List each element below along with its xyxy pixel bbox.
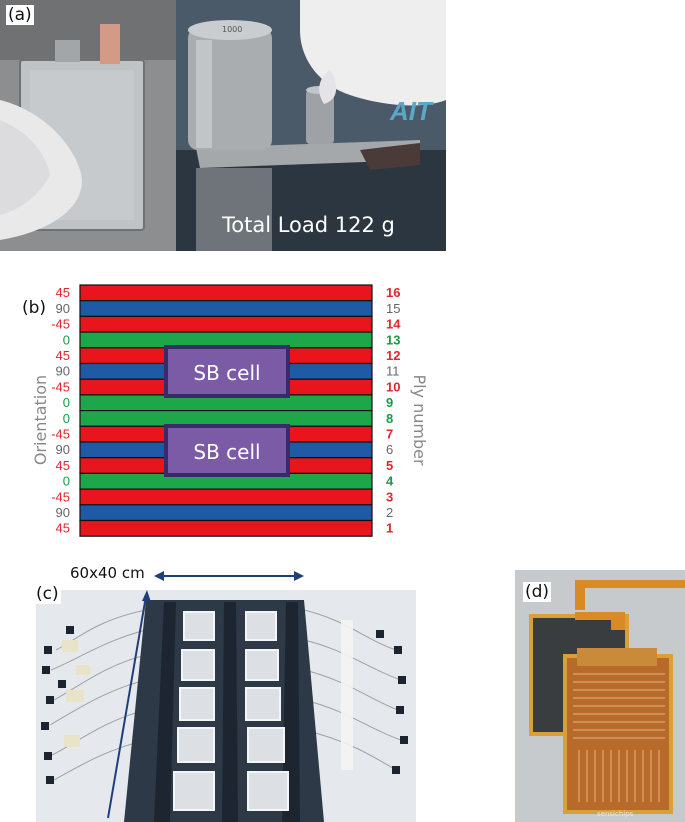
panel-b-label: (b) (20, 298, 49, 318)
orientation-label-ply-8: 0 (63, 411, 70, 426)
orientation-label-ply-5: 45 (56, 458, 70, 473)
connectors-left (41, 626, 74, 784)
panel-a-label: (a) (6, 5, 34, 25)
orientation-label-ply-12: 45 (56, 348, 70, 363)
sb-cell-upper-label: SB cell (193, 361, 260, 385)
cell-tab (100, 24, 120, 64)
connectors-right (376, 630, 408, 774)
ply-number-label-2: 2 (386, 505, 393, 520)
orientation-label-ply-14: -45 (51, 317, 70, 332)
orientation-label-ply-9: 0 (63, 395, 70, 410)
ply-number-label-6: 6 (386, 442, 393, 457)
tape-left (62, 640, 90, 747)
ply-3 (79, 488, 373, 506)
ply-number-label-1: 1 (386, 521, 393, 536)
orientation-label-ply-2: 90 (56, 505, 70, 520)
orientation-label-ply-13: 0 (63, 332, 70, 347)
panel-d-label: (d) (523, 582, 552, 602)
ply-number-label-11: 11 (386, 364, 400, 379)
orientation-label-ply-10: -45 (51, 379, 70, 394)
sb-cell-upper (164, 345, 290, 398)
ply-number-label-13: 13 (386, 332, 400, 347)
ply-number-label-15: 15 (386, 301, 400, 316)
gloved-hand-right (300, 0, 446, 106)
sb-cell-lower (164, 424, 290, 477)
ply-number-label-5: 5 (386, 458, 393, 473)
sb-cell-lower-label: SB cell (193, 440, 260, 464)
orientation-label-ply-16: 45 (56, 285, 70, 300)
left-wire-bundle (49, 609, 147, 781)
panel-c-label: (c) (36, 584, 61, 604)
length-arrow (107, 595, 147, 819)
orientation-axis-label: Orientation (31, 375, 50, 465)
ply-number-axis-label: Ply number (410, 374, 429, 466)
ply-number-label-10: 10 (386, 379, 400, 394)
orientation-label-ply-7: -45 (51, 427, 70, 442)
orientation-label-ply-3: -45 (51, 489, 70, 504)
brand-text: sensichips (597, 810, 634, 818)
ait-logo: AIT (389, 96, 434, 126)
ply-14 (79, 315, 373, 333)
ply-number-label-8: 8 (386, 411, 393, 426)
ply-number-label-9: 9 (386, 395, 393, 410)
ply-2 (79, 504, 373, 522)
flex-cable (575, 580, 685, 610)
ply-number-label-14: 14 (386, 317, 401, 332)
panel-a-photo: 1000 AIT Total Load 122 g (0, 0, 446, 251)
total-load-text: Total Load 122 g (221, 213, 395, 237)
ply-8 (79, 410, 373, 427)
weight-engraving: 1000 (222, 25, 242, 34)
orientation-label-ply-6: 90 (56, 442, 70, 457)
orientation-label-ply-4: 0 (63, 474, 70, 489)
panel-a: 1000 AIT Total Load 122 g (a) (0, 0, 446, 251)
orientation-label-ply-11: 90 (56, 364, 70, 379)
panel-d: sensichips (d) (515, 570, 685, 822)
ply-number-label-16: 16 (386, 285, 400, 300)
orientation-label-ply-15: 90 (56, 301, 70, 316)
panel-d-photo: sensichips (515, 570, 685, 822)
sb-cells-grid (173, 611, 289, 811)
right-wire-bundle (303, 609, 402, 771)
ply-15 (79, 300, 373, 318)
panel-c: (c) 60x40 cm (36, 560, 416, 822)
dimension-text: 60x40 cm (70, 564, 145, 582)
front-sensor (563, 654, 673, 814)
small-weight (306, 90, 334, 144)
ply-1 (79, 519, 373, 537)
ply-number-label-3: 3 (386, 489, 393, 504)
ply-number-label-7: 7 (386, 427, 393, 442)
ply-number-label-12: 12 (386, 348, 400, 363)
panel-c-photo (36, 571, 416, 822)
ply-16 (79, 284, 373, 302)
sensor-traces (573, 673, 665, 802)
ply-number-label-4: 4 (386, 474, 394, 489)
orientation-label-ply-1: 45 (56, 521, 70, 536)
